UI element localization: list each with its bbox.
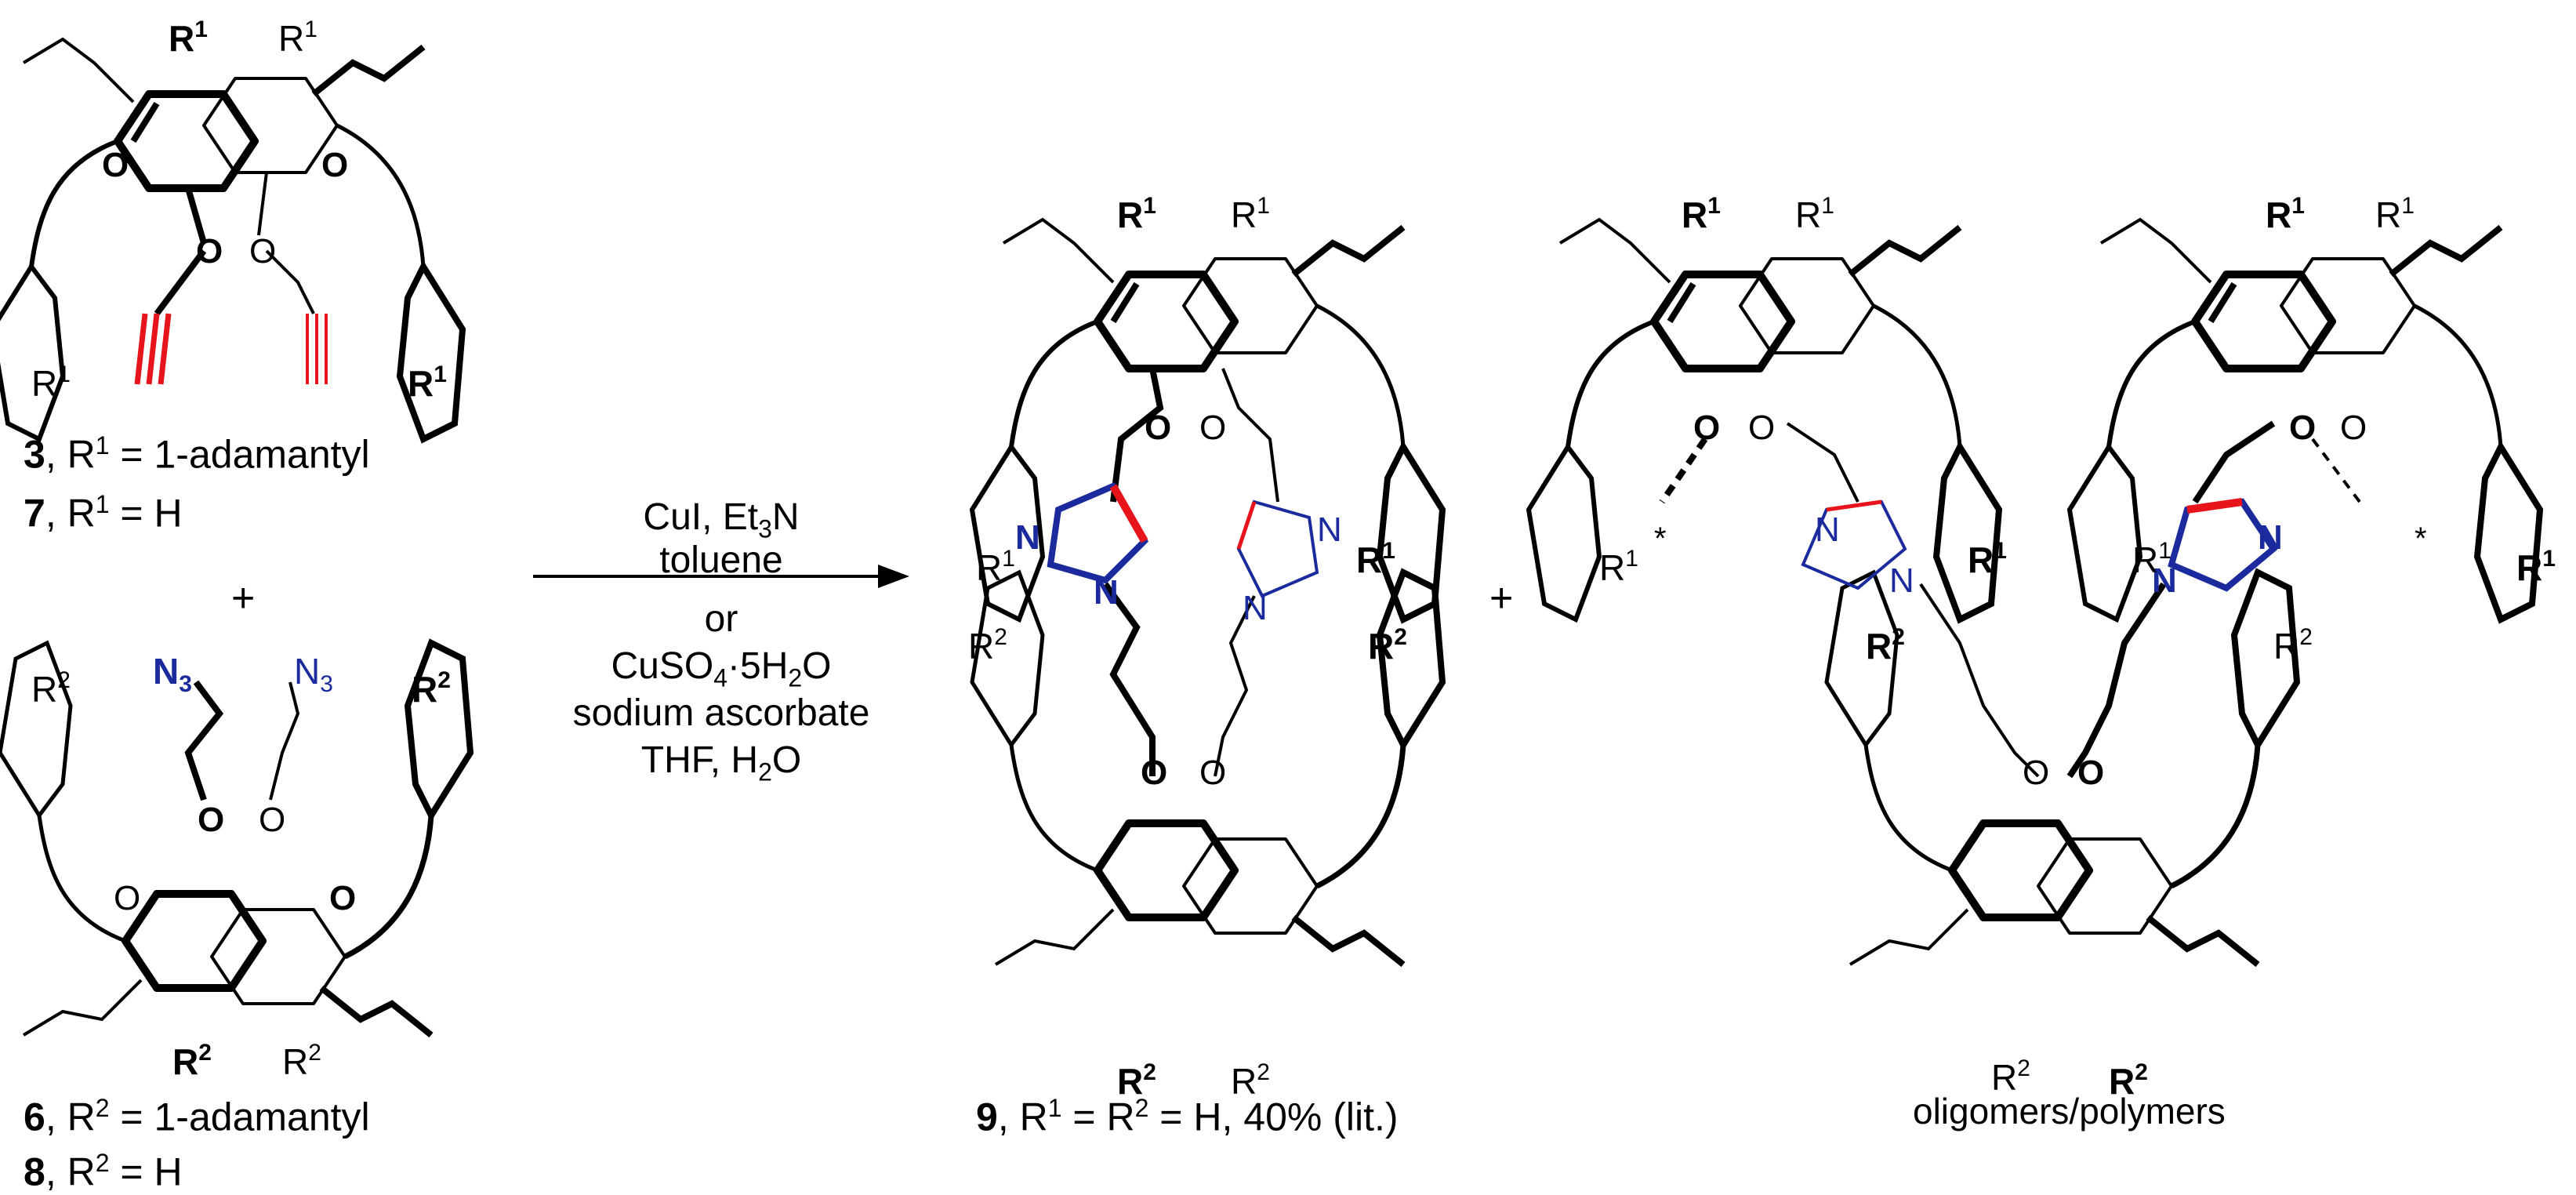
c3-o-right: O [321,146,348,184]
c6-o-mid1: O [198,801,224,839]
label-oligomers: oligomers/polymers [1913,1091,2226,1131]
olig-o-3: O [2289,409,2316,447]
olig-o-5: O [2023,754,2049,792]
olig-o-1: O [1693,409,1720,447]
condition-line-4: CuSO4·5H2O [611,645,832,692]
olig-r1-a: R1 [1682,193,1721,235]
c9-n-right: N [1317,510,1342,549]
c9-r1-left: R1 [976,546,1015,588]
condition-line-2: toluene [659,539,783,581]
c9-o-bot2: O [1199,754,1226,792]
condition-line-3: or [704,598,738,640]
c9-n-right2: N [1243,589,1268,627]
plus-sign-left: + [231,576,256,621]
c9-o-top1: O [1145,409,1171,447]
c6-r2-bottom-bold: R2 [172,1040,212,1082]
olig-ast-left: * [1654,521,1667,556]
olig-n-left2: N [1889,561,1914,600]
condition-line-1: CuI, Et3N [643,496,800,543]
olig-n-right2: N [2152,561,2177,600]
label-compound-8: 8, R2 = H [24,1149,183,1194]
c9-r2-right: R2 [1368,624,1407,667]
c6-r2-left: R2 [31,667,71,710]
c3-o-left: O [102,146,129,184]
olig-r1-f: R1 [1968,538,2007,580]
olig-r1-d: R1 [2375,193,2415,235]
c9-n-left: N [1015,518,1040,557]
c6-o-left: O [114,879,140,917]
reaction-arrow [533,565,909,588]
c3-r1-top: R1 [278,16,317,59]
olig-r2-d: R2 [2109,1059,2148,1102]
label-compound-9: 9, R1 = R2 = H, 40% (lit.) [976,1094,1399,1139]
plus-sign-right: + [1489,576,1514,621]
c6-r2-right: R2 [412,667,451,710]
c3-r1-left: R1 [31,361,71,404]
c6-o-right: O [329,879,356,917]
c3-o-mid2: O [249,232,276,271]
olig-o-4: O [2340,409,2367,447]
olig-r2-a: R2 [1866,624,1905,667]
oligomer-structure [1529,220,2540,964]
compound-9-structure [972,220,1442,964]
olig-n-left1: N [1815,510,1840,549]
label-compound-3: 3, R1 = 1-adamantyl [24,431,370,477]
c9-o-top2: O [1199,409,1226,447]
compound-3-structure [0,39,463,439]
olig-r1-b: R1 [1795,193,1834,235]
c6-o-mid2: O [259,801,285,839]
c6-r2-bottom: R2 [282,1040,321,1082]
condition-line-5: sodium ascorbate [572,692,870,734]
c3-o-mid1: O [196,232,223,271]
olig-r1-c: R1 [2266,193,2305,235]
olig-o-2: O [1748,409,1775,447]
c6-n3-left: N3 [153,651,192,697]
alkyne-right [306,314,328,384]
olig-r2-b: R2 [2273,624,2313,667]
olig-n-right1: N [2258,518,2283,557]
label-compound-6: 6, R2 = 1-adamantyl [24,1094,370,1139]
label-compound-7: 7, R1 = H [24,490,183,536]
c6-n3-right: N3 [294,651,333,697]
condition-line-6: THF, H2O [640,739,802,786]
compound-6-structure [0,643,470,1035]
c3-r1-right: R1 [408,361,447,404]
olig-r1-h: R1 [2516,546,2556,588]
alkyne-left [134,313,172,385]
c3-r1-top-bold: R1 [169,16,208,59]
c9-r1-top: R1 [1231,193,1270,235]
c9-r1-right: R1 [1356,538,1395,580]
c9-r1-top-bold: R1 [1117,193,1156,235]
olig-o-6: O [2077,754,2104,792]
olig-r1-e: R1 [1599,546,1638,588]
olig-ast-right: * [2415,521,2427,556]
c9-n-left2: N [1094,573,1119,612]
c9-o-bot1: O [1141,754,1167,792]
c9-r2-left: R2 [968,624,1007,667]
